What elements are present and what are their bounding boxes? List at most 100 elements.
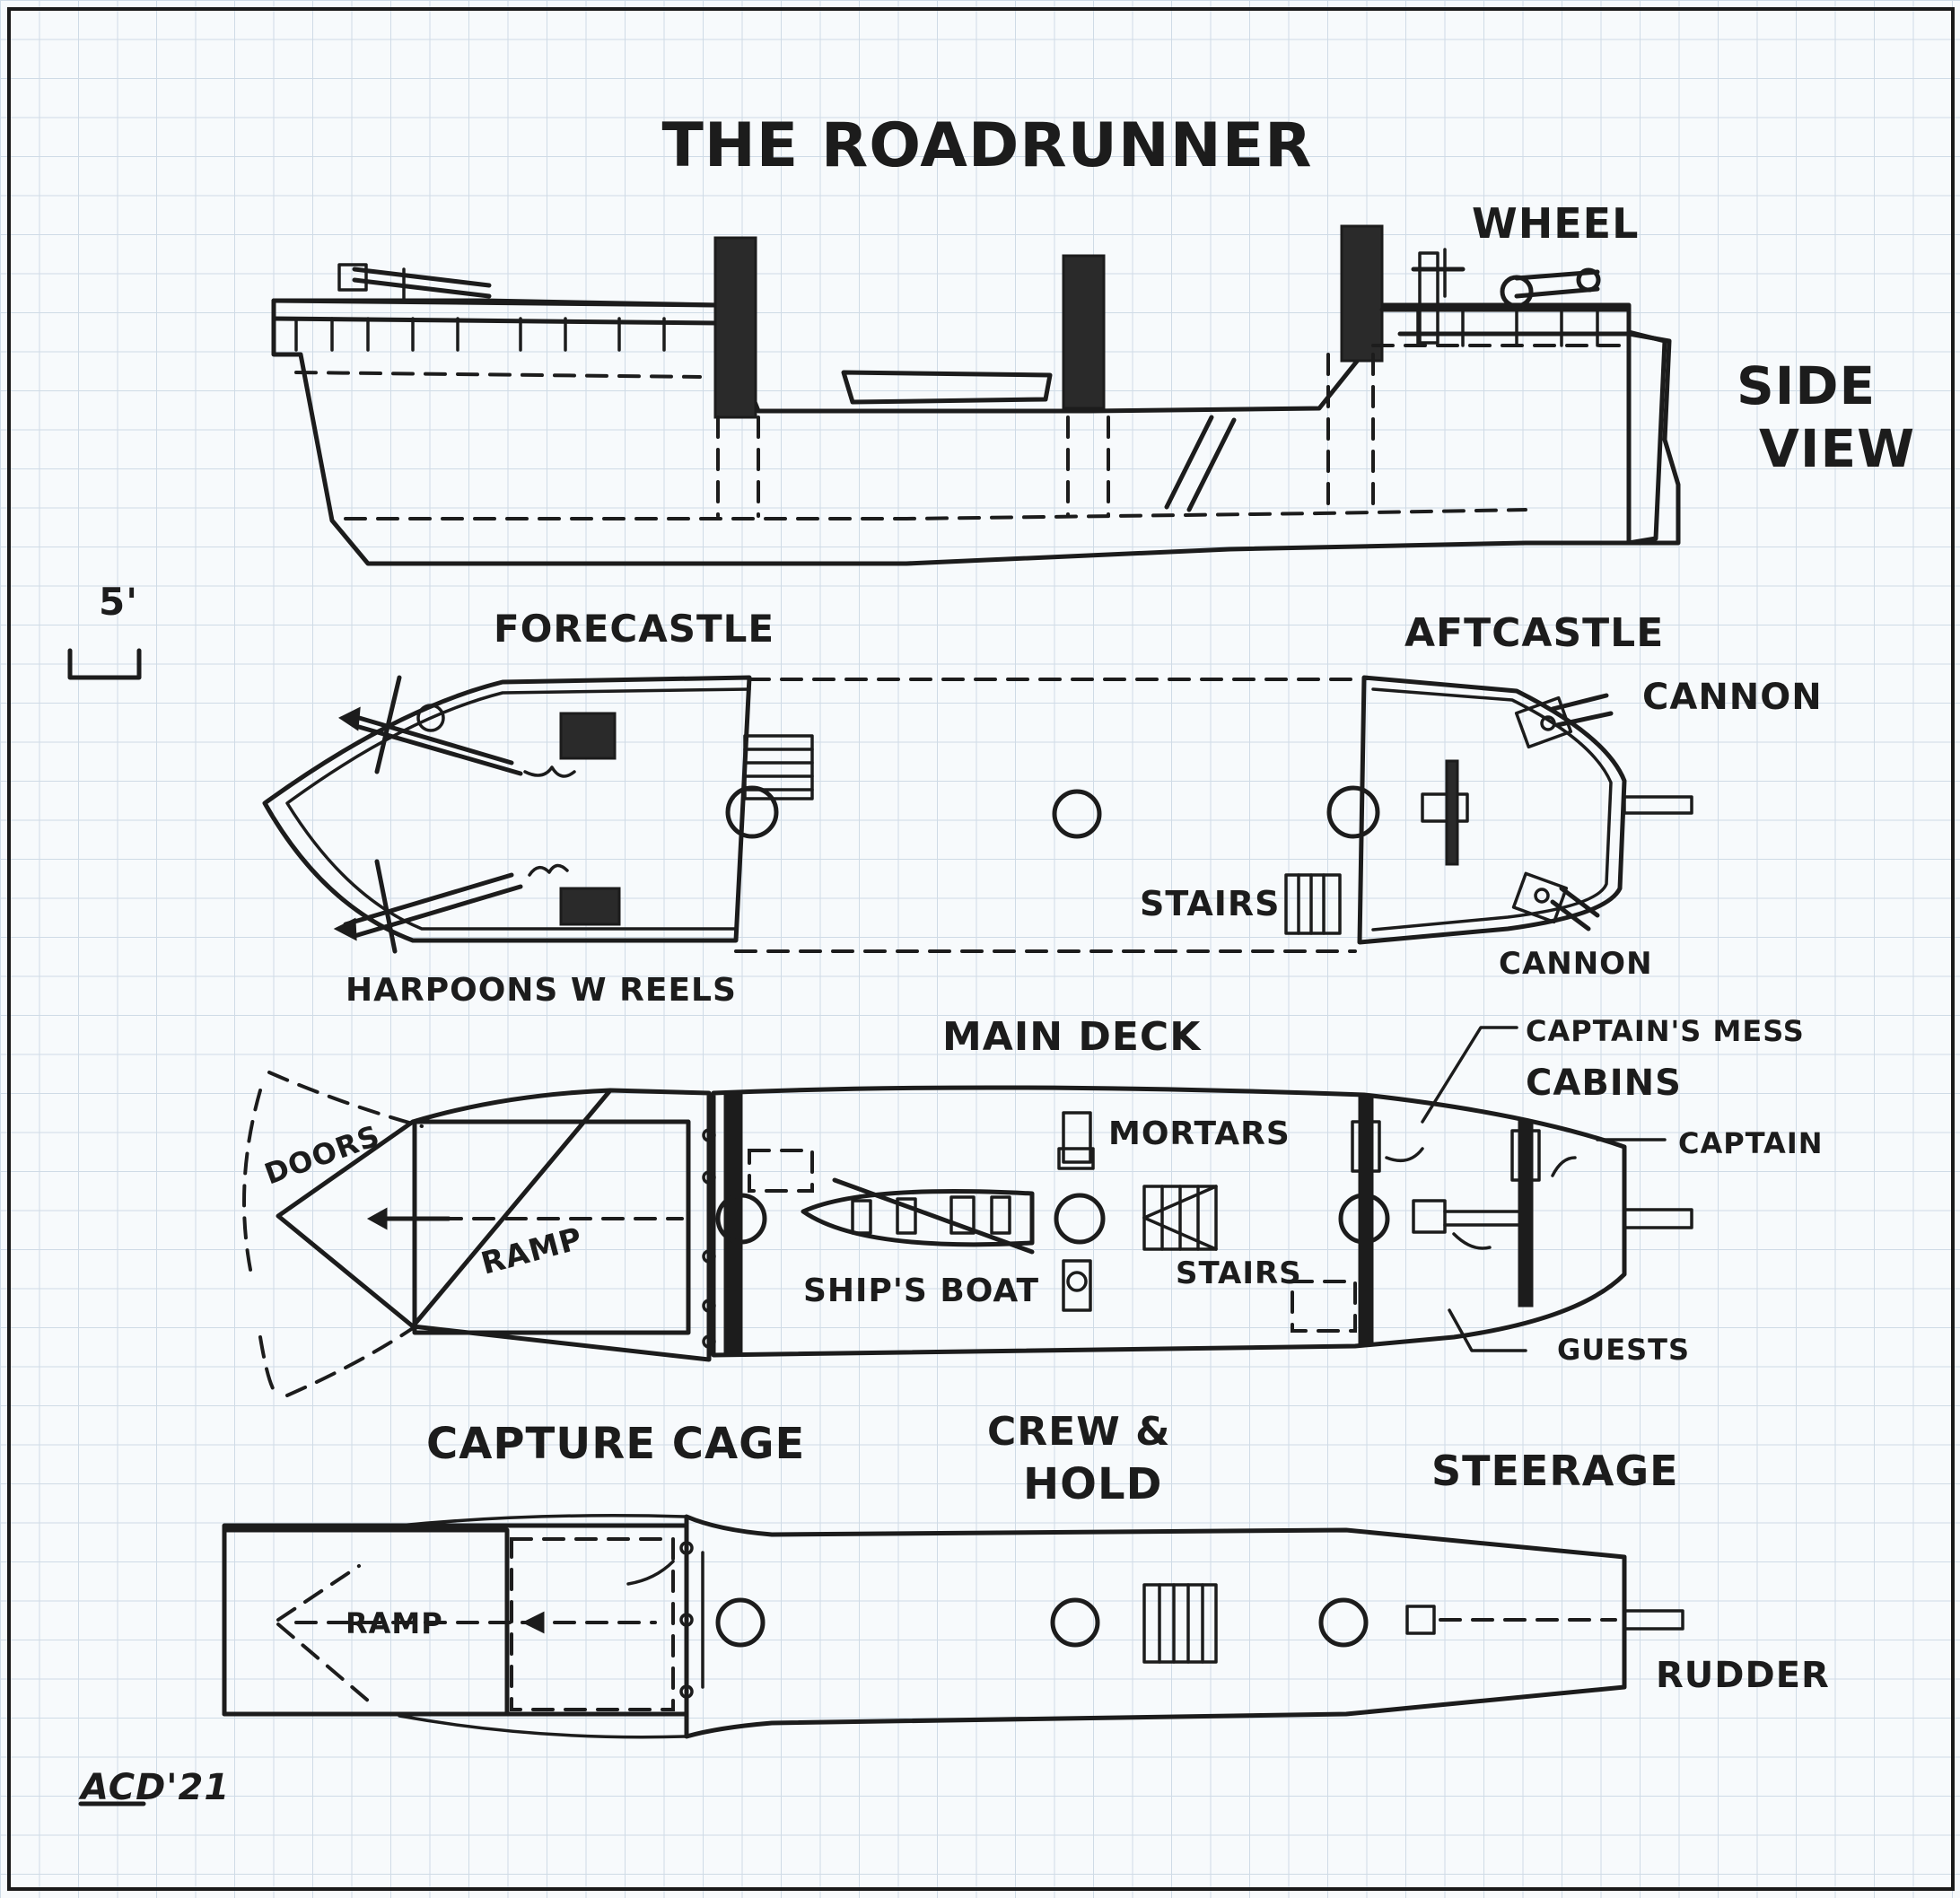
side-view-elevation [271, 224, 1681, 566]
page-border [7, 7, 1955, 1891]
forward-hatch [748, 1149, 814, 1193]
side-rudder [1626, 329, 1667, 546]
captains-mess-leader [1421, 1026, 1518, 1124]
forecastle-stairs [743, 734, 814, 800]
cage-door-swing [626, 1560, 675, 1586]
main-deck-title: MAIN DECK [942, 1014, 1202, 1060]
side-wheel [1411, 248, 1466, 345]
side-view-label-line2: VIEW [1759, 418, 1915, 479]
main-deck-mainmast [1054, 1193, 1106, 1245]
bow-doors-open-outline [242, 1071, 424, 1397]
lower-deck-hull [684, 1514, 1627, 1739]
harpoon-bottom [333, 859, 621, 954]
captains-mess-bulkhead [1358, 1095, 1374, 1345]
mortar-bottom [1062, 1259, 1092, 1312]
captain-label: CAPTAIN [1678, 1126, 1824, 1160]
captain-door-swing [1551, 1156, 1577, 1177]
side-forecastle-deck-line [294, 371, 702, 379]
cage-ramp-doors [276, 1564, 370, 1702]
cage-enclosure [510, 1537, 675, 1711]
fore-bulkhead [723, 1091, 743, 1357]
side-view-label-line1: SIDE [1737, 355, 1876, 416]
drawing-title: THE ROADRUNNER [661, 110, 1312, 181]
main-deck-hull [711, 1085, 1627, 1358]
aftcastle-wheel [1421, 792, 1469, 823]
doors-label: DOORS [260, 1118, 385, 1191]
crew-label-line2: HOLD [1023, 1459, 1162, 1509]
guest-door-swing [1452, 1232, 1492, 1250]
main-deck-mizzenmast [1338, 1193, 1390, 1245]
main-deck-bow [276, 1119, 416, 1329]
main-deck-stairs [1142, 1185, 1218, 1251]
main-deck-wheel-post [1412, 1199, 1447, 1234]
artist-signature: ACD'21 [78, 1767, 230, 1808]
harpoons-label: HARPOONS W REELS [346, 972, 737, 1009]
captain-door [1510, 1129, 1541, 1182]
mizzen-mast [1340, 224, 1384, 363]
steerage-label: STEERAGE [1431, 1447, 1679, 1495]
aft-hatch [1291, 1280, 1357, 1333]
guests-leader [1448, 1308, 1527, 1352]
forecastle-railing [271, 298, 721, 352]
crew-label-line1: CREW & [987, 1409, 1170, 1455]
cage-ramp-label: RAMP [346, 1606, 443, 1640]
forecastle-mast-hole [725, 785, 779, 839]
fore-bulkhead-hinges [702, 1128, 716, 1349]
cabins-label: CABINS [1526, 1063, 1682, 1104]
aftcastle-cannon-top [1514, 693, 1614, 749]
main-deck-plan [242, 1026, 1693, 1397]
fore-mast [713, 236, 757, 419]
main-mast-hole-upper [1052, 789, 1102, 839]
ships-boat [801, 1177, 1035, 1255]
scale-label: 5' [99, 580, 138, 624]
forecastle-label: FORECASTLE [494, 607, 774, 651]
mess-door [1351, 1120, 1381, 1173]
side-harpoon-gun [337, 263, 492, 302]
lower-deck-rudder [1623, 1609, 1684, 1631]
side-stairs [1164, 415, 1214, 510]
mortars-label: MORTARS [1108, 1115, 1291, 1152]
hold-stairs [1142, 1583, 1218, 1664]
ships-boat-label: SHIP'S BOAT [803, 1273, 1039, 1309]
lower-bulkhead-hinges [679, 1541, 694, 1699]
aftcastle-plan [1284, 675, 1693, 945]
captain-cabin-bulkhead [1518, 1120, 1534, 1308]
side-lower-deck-line [344, 508, 1527, 520]
wheel-label: WHEEL [1472, 199, 1639, 248]
main-deck-stairs-label: STAIRS [1176, 1255, 1302, 1291]
side-view-hull [271, 298, 1681, 566]
guests-label: GUESTS [1557, 1333, 1690, 1367]
cannon-label-top: CANNON [1642, 677, 1823, 718]
side-cannon [1500, 267, 1601, 309]
cage-hull-curve [398, 1514, 688, 1739]
main-mast [1062, 254, 1106, 410]
lower-deck-mainmast [1050, 1597, 1100, 1648]
mortar-top [1057, 1111, 1095, 1170]
lower-deck-foremast [715, 1597, 766, 1648]
cage-arrow [521, 1611, 545, 1634]
cannon-label-bottom: CANNON [1499, 946, 1653, 982]
forecastle-plan [262, 675, 814, 954]
main-deck-foremast [715, 1193, 767, 1245]
aftcastle-rudder-stub [1623, 795, 1693, 815]
ramp-bay-outline [410, 1088, 712, 1362]
aftcastle-mast-hole [1326, 785, 1380, 839]
ramp [412, 1119, 691, 1335]
capture-cage [222, 1523, 689, 1717]
aftcastle-stairs-label: STAIRS [1140, 884, 1281, 923]
mess-door-swing [1385, 1147, 1424, 1163]
scale-bar [67, 648, 142, 680]
main-deck-rudder-stub [1623, 1208, 1693, 1229]
ramp-arrow [366, 1207, 388, 1230]
harpoon-top [338, 675, 617, 778]
lower-deck-plan [222, 1514, 1684, 1739]
aftcastle-stairs [1284, 873, 1342, 935]
lower-deck-mizzenmast [1318, 1597, 1369, 1648]
aftcastle-label: AFTCASTLE [1404, 610, 1664, 656]
capture-cage-label: CAPTURE CAGE [426, 1419, 805, 1469]
rudder-label: RUDDER [1656, 1655, 1830, 1696]
rudder-post [1405, 1605, 1436, 1635]
captains-mess-label: CAPTAIN'S MESS [1526, 1014, 1805, 1048]
